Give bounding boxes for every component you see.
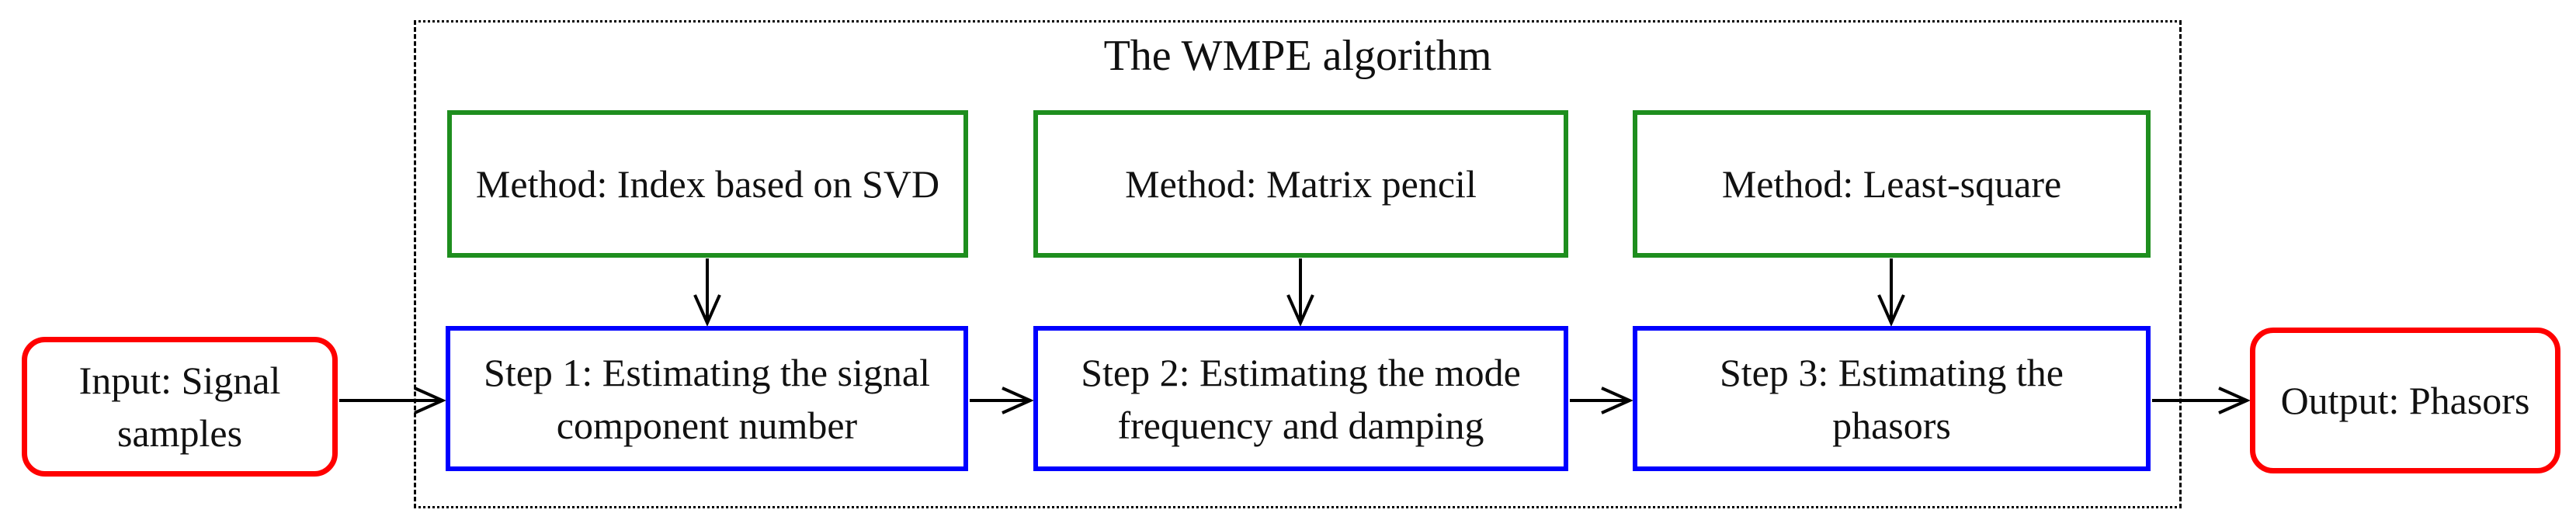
node-method-2: Method: Matrix pencil [1033, 110, 1568, 258]
node-output: Output: Phasors [2250, 328, 2560, 473]
node-step-2: Step 2: Estimating the mode frequency an… [1033, 326, 1568, 471]
node-method-1: Method: Index based on SVD [447, 110, 968, 258]
node-step-1: Step 1: Estimating the signal component … [446, 326, 968, 471]
node-input: Input: Signal samples [22, 337, 338, 477]
diagram-title: The WMPE algorithm [1103, 32, 1492, 80]
node-step-3: Step 3: Estimating the phasors [1633, 326, 2151, 471]
algorithm-container [414, 20, 2182, 508]
node-method-3: Method: Least-square [1633, 110, 2151, 258]
